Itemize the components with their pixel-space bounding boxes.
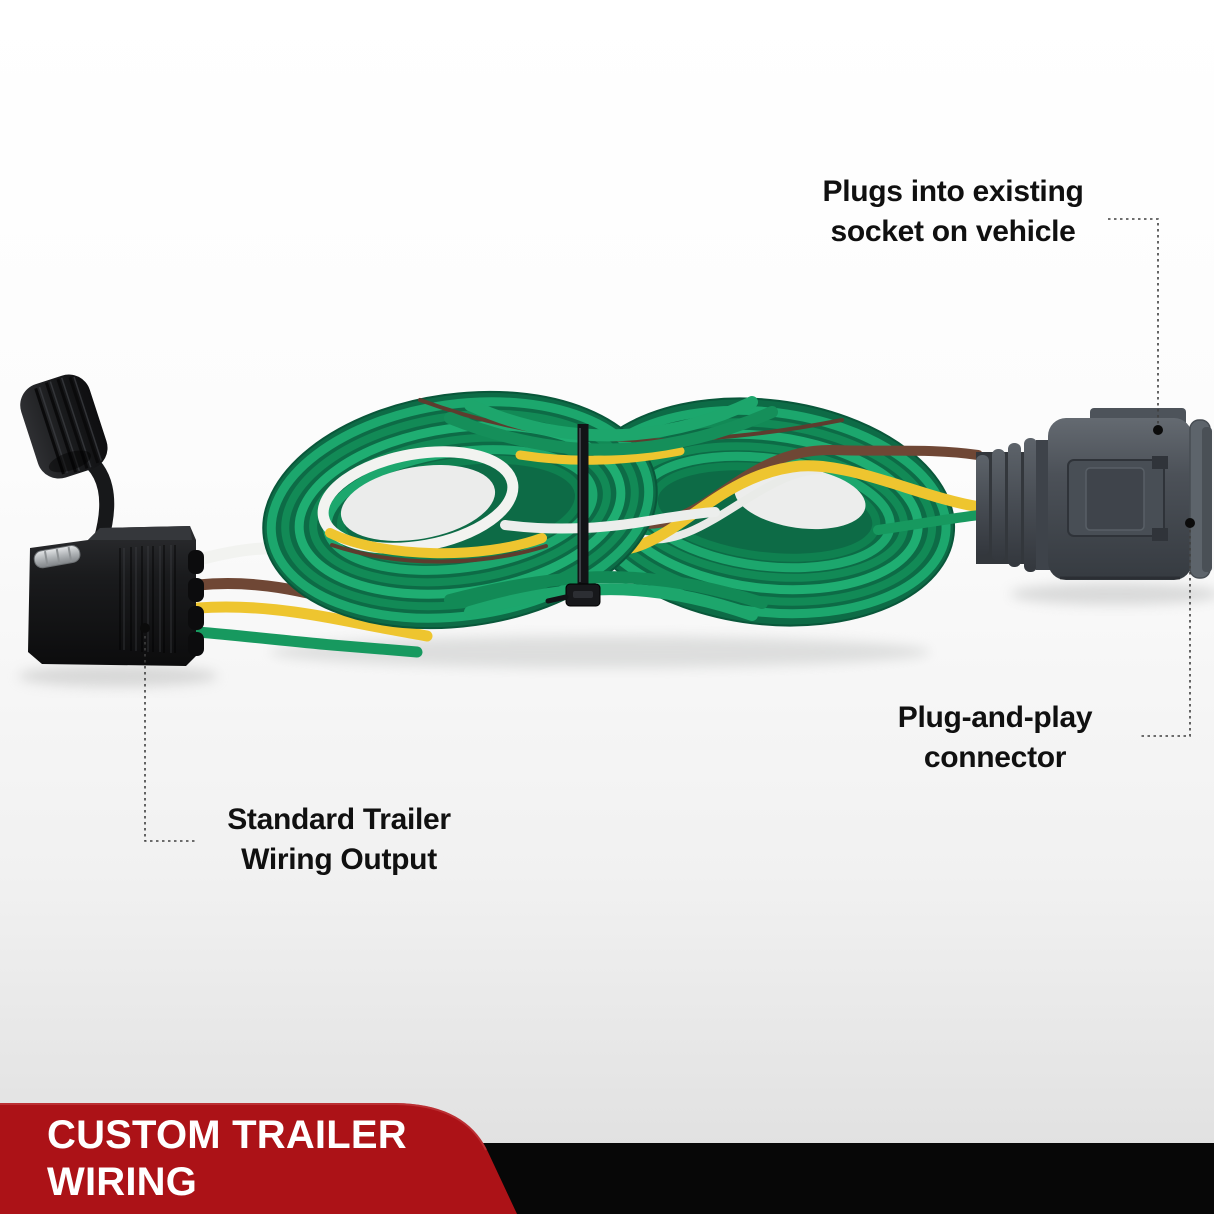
callout-plug-socket-line2: socket on vehicle <box>830 215 1076 248</box>
metal-pin <box>33 545 81 569</box>
callout-standard-output: Standard Trailer Wiring Output <box>227 800 451 880</box>
vehicle-socket-connector <box>976 408 1212 580</box>
callout-standard-output-line1: Standard Trailer <box>227 803 451 836</box>
shadows <box>18 583 1214 687</box>
leader-plug-and-play <box>1139 524 1191 737</box>
banner-title: CUSTOM TRAILER WIRING <box>47 1112 407 1206</box>
leader-dots <box>140 425 1195 633</box>
banner-title-line1: CUSTOM TRAILER <box>47 1113 407 1157</box>
callout-standard-output-line2: Wiring Output <box>241 843 437 876</box>
dust-cap <box>20 374 108 479</box>
zip-tie <box>545 424 601 607</box>
leader-lines <box>144 218 1191 842</box>
left-accent-wires <box>317 446 720 564</box>
callout-plug-and-play-line2: connector <box>923 741 1067 774</box>
callout-plug-socket-line1: Plugs into existing <box>822 175 1084 208</box>
saddle-strands <box>418 396 844 621</box>
footer-banner <box>0 1103 1214 1214</box>
leader-standard-output <box>144 630 198 842</box>
callout-plug-and-play-line1: Plug-and-play <box>897 701 1093 734</box>
banner-red-shape <box>0 1103 517 1214</box>
wire-sockets <box>188 550 204 656</box>
banner-title-line2: WIRING <box>47 1160 198 1204</box>
leader-plug-socket <box>1108 218 1159 428</box>
callout-plug-and-play: Plug-and-play connector <box>897 698 1093 778</box>
callout-plug-socket: Plugs into existing socket on vehicle <box>823 172 1084 252</box>
flat-4pin-connector <box>20 374 204 666</box>
